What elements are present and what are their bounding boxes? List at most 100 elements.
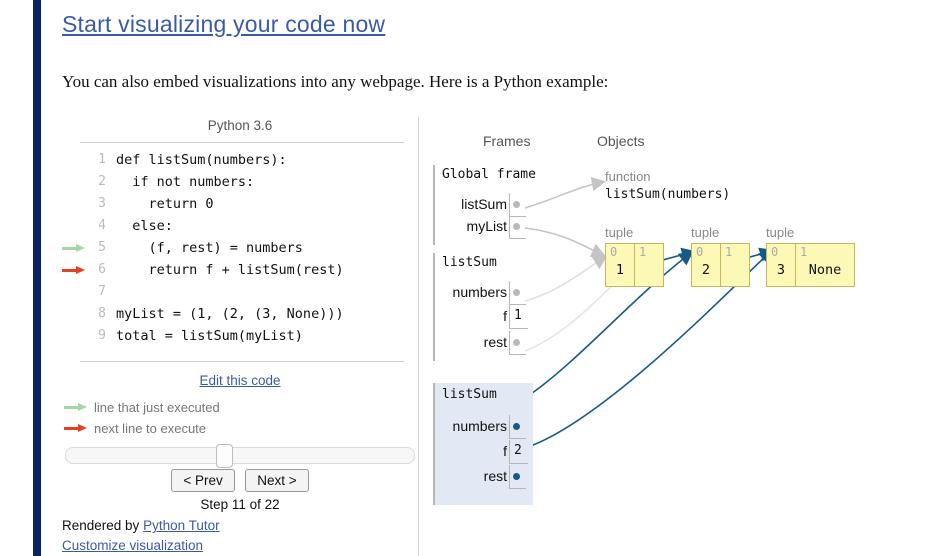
tuple-box: 0 2 1 — [691, 243, 750, 287]
object-type-label: tuple — [691, 225, 720, 240]
red-arrow-icon — [62, 266, 86, 275]
code-line[interactable]: 4 else: — [62, 215, 418, 237]
var-value: 1 — [514, 308, 522, 323]
var-name: numbers — [452, 418, 507, 434]
frame-var-row: rest — [433, 465, 533, 492]
tuple-index: 0 — [696, 245, 704, 259]
tuple-index: 1 — [639, 245, 647, 259]
code-line-current[interactable]: 5 (f, rest) = numbers — [62, 237, 418, 259]
frame-left-bar — [433, 253, 435, 361]
line-number: 4 — [98, 218, 106, 233]
step-slider[interactable] — [65, 444, 415, 468]
line-code: return 0 — [116, 196, 214, 212]
line-marker-slot — [60, 259, 90, 281]
line-code: if not numbers: — [116, 174, 255, 190]
line-number: 8 — [98, 306, 106, 321]
frame-left-bar — [433, 165, 435, 245]
tuple-index: 1 — [725, 245, 733, 259]
code-line[interactable]: 1 def listSum(numbers): — [62, 149, 418, 171]
var-name: myList — [466, 218, 507, 234]
line-number: 2 — [98, 174, 106, 189]
var-value-box — [509, 193, 526, 217]
execution-legend: line that just executed next line to exe… — [62, 397, 418, 439]
page-title-link[interactable]: Start visualizing your code now — [62, 11, 386, 37]
stack-frame-listsum-2-active: listSum numbers f 2 rest — [433, 383, 533, 505]
line-code: (f, rest) = numbers — [116, 240, 303, 256]
code-panel: Python 3.6 1 def listSum(numbers): 2 if … — [62, 115, 418, 556]
green-arrow-icon — [64, 403, 88, 412]
rendered-by-prefix: Rendered by — [62, 518, 144, 533]
stack-frame-listsum-1: listSum numbers f 1 rest — [433, 253, 533, 361]
intro-paragraph: You can also embed visualizations into a… — [62, 72, 609, 91]
edit-this-code-link[interactable]: Edit this code — [199, 373, 281, 388]
object-type-label: function — [605, 169, 651, 184]
frame-var-row: f 1 — [433, 305, 533, 332]
code-line-next[interactable]: 6 return f + listSum(rest) — [62, 259, 418, 281]
green-arrow-icon — [62, 244, 86, 253]
tuple-cell: 0 3 — [767, 244, 796, 286]
python-tutor-link[interactable]: Python Tutor — [143, 518, 220, 533]
step-slider-handle[interactable] — [216, 444, 233, 468]
frame-var-row: numbers — [433, 415, 533, 442]
frame-var-row: myList — [433, 215, 533, 242]
code-top-divider — [80, 142, 404, 143]
function-signature: listSum(numbers) — [605, 187, 731, 202]
frame-title: Global frame — [442, 167, 536, 182]
next-button[interactable]: Next > — [245, 469, 309, 492]
pointer-dot — [513, 289, 520, 296]
pointer-dot — [513, 201, 520, 208]
var-value-box — [509, 215, 526, 239]
line-number: 6 — [98, 262, 106, 277]
object-function: function listSum(numbers) — [605, 169, 731, 202]
code-line[interactable]: 2 if not numbers: — [62, 171, 418, 193]
tuple-cell: 0 1 — [606, 244, 635, 286]
code-line[interactable]: 3 return 0 — [62, 193, 418, 215]
line-marker-slot — [60, 237, 90, 259]
tuple-value: 2 — [701, 262, 711, 278]
tuple-index: 1 — [800, 245, 808, 259]
var-value-box: 2 — [509, 440, 528, 464]
rendered-by-line: Rendered by Python Tutor — [62, 518, 220, 533]
var-value-box: 1 — [509, 305, 528, 329]
var-name: rest — [483, 468, 507, 484]
var-value: 2 — [514, 443, 522, 458]
tuple-cell: 1 — [635, 244, 663, 286]
pointer-dot — [513, 223, 520, 230]
customize-visualization-link[interactable]: Customize visualization — [62, 538, 204, 553]
code-line[interactable]: 7 — [62, 281, 418, 303]
left-navy-bar — [33, 0, 41, 556]
legend-label: line that just executed — [94, 400, 220, 415]
tuple-index: 0 — [610, 245, 618, 259]
pointer-dot — [513, 473, 520, 480]
pointer-dot — [513, 423, 520, 430]
step-counter: Step 11 of 22 — [200, 497, 280, 512]
visualization-panel: Frames Objects Global frame listSum myLi… — [425, 115, 945, 556]
line-code: else: — [116, 218, 173, 234]
frame-title: listSum — [442, 255, 497, 270]
prev-button[interactable]: < Prev — [171, 469, 235, 492]
var-name: numbers — [452, 284, 507, 300]
code-bottom-divider — [80, 361, 404, 362]
legend-row-just-executed: line that just executed — [62, 397, 418, 418]
var-name: listSum — [461, 196, 507, 212]
legend-row-next-line: next line to execute — [62, 418, 418, 439]
tuple-index: 0 — [771, 245, 779, 259]
var-value-box — [509, 465, 526, 489]
code-line[interactable]: 9 total = listSum(myList) — [62, 325, 418, 347]
language-label: Python 3.6 — [207, 118, 273, 133]
line-code: return f + listSum(rest) — [116, 262, 344, 278]
var-value-box — [509, 415, 526, 439]
frame-title: listSum — [442, 387, 497, 402]
panel-divider — [418, 117, 419, 556]
tuple-value: 1 — [615, 262, 625, 278]
frame-left-bar — [433, 383, 435, 505]
code-line[interactable]: 8 myList = (1, (2, (3, None))) — [62, 303, 418, 325]
line-number: 7 — [98, 284, 106, 299]
var-name: f — [503, 443, 507, 459]
frame-var-row: listSum — [433, 193, 533, 220]
tuple-box: 0 1 1 — [605, 243, 664, 287]
stack-frame-global: Global frame listSum myList — [433, 165, 536, 245]
tuple-cell: 0 2 — [692, 244, 721, 286]
line-number: 5 — [98, 240, 106, 255]
